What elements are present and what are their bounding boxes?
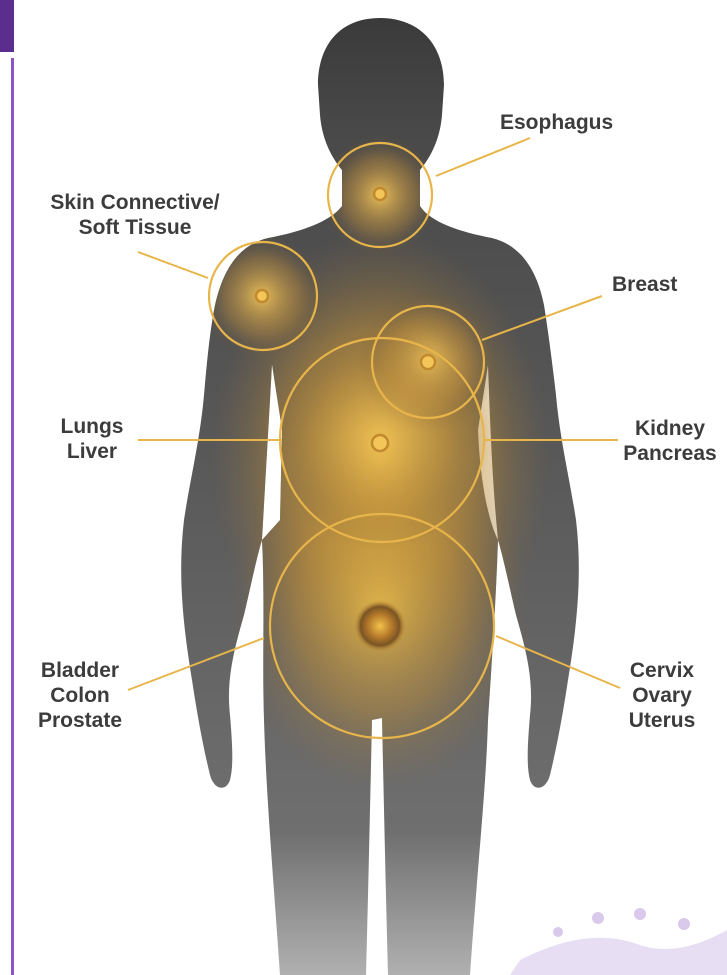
label-lungs-liver: Lungs Liver [52, 414, 132, 464]
label-breast: Breast [612, 272, 677, 297]
label-kidney-pancreas: Kidney Pancreas [614, 416, 726, 466]
body-glow [200, 135, 550, 790]
navel-marker [354, 600, 406, 652]
label-cervix-ovary-uterus: Cervix Ovary Uterus [608, 658, 716, 733]
label-bladder-colon-prostate: Bladder Colon Prostate [24, 658, 136, 733]
skin-line [138, 252, 208, 278]
logo-people-watermark [510, 908, 727, 975]
esophagus-line [436, 138, 530, 176]
label-skin-connective-soft-tissue: Skin Connective/ Soft Tissue [22, 190, 248, 240]
label-esophagus: Esophagus [500, 110, 613, 135]
